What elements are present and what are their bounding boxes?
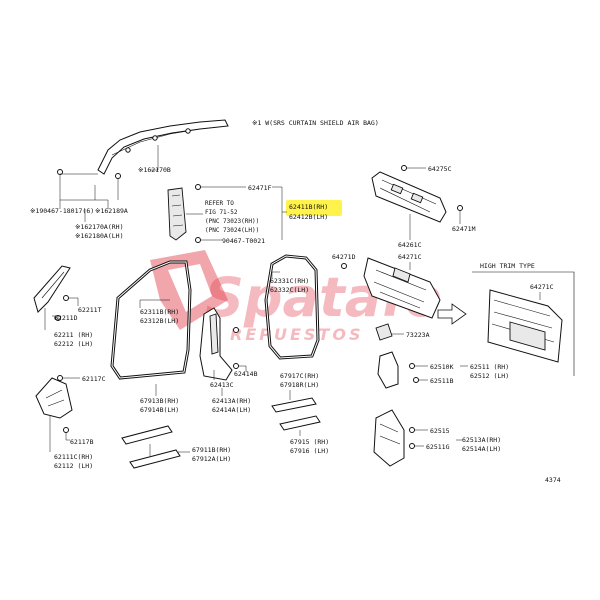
front-scuff-plate-upper-part (129, 449, 181, 469)
clip-icon (63, 295, 69, 301)
label-62471F: 62471F (248, 184, 272, 192)
upper-trim-part (371, 171, 447, 223)
label-62311B: 62311B(RH) (140, 308, 179, 316)
label-64271C-main: 64271C (398, 253, 422, 261)
clip-icon (152, 135, 158, 141)
label-62512: 62512 (LH) (470, 372, 509, 380)
label-62413C: 62413C (210, 381, 234, 389)
label-62312B: 62312B(LH) (140, 317, 179, 325)
highlight-marker (286, 200, 342, 216)
clip-icon (409, 363, 415, 369)
label-67915: 67915 (RH) (290, 438, 329, 446)
clip-icon (341, 263, 347, 269)
refer-note-1: REFER TO (205, 200, 234, 207)
clip-icon (57, 169, 63, 175)
clip-icon (413, 377, 419, 383)
pillar-garnish-part (167, 187, 187, 241)
label-162170B: ※162170B (138, 166, 171, 174)
label-62510K: 62510K (430, 363, 454, 371)
label-62513A: 62513A(RH) (462, 436, 501, 444)
label-162189A: ※162189A (95, 207, 128, 215)
clip-icon (185, 128, 191, 134)
clip-icon (195, 237, 201, 243)
label-62117B: 62117B (70, 438, 94, 446)
label-67918R: 67918R(LH) (280, 381, 319, 389)
label-62211T: 62211T (78, 306, 102, 314)
rear-scuff-plate-lower-part (279, 415, 321, 431)
clip-icon (233, 363, 239, 369)
label-62111C: 62111C(RH) (54, 453, 93, 461)
front-scuff-plate-part (121, 425, 173, 445)
label-67914B: 67914B(LH) (140, 406, 179, 414)
label-162180A: ※162180A(LH) (75, 232, 124, 240)
label-62471M: 62471M (452, 225, 476, 233)
label-67913B: 67913B(RH) (140, 397, 179, 405)
clip-icon (409, 443, 415, 449)
clip-73223A-part (375, 323, 393, 341)
label-62511G: 62511G (426, 443, 450, 451)
high-trim-note: HIGH TRIM TYPE (480, 262, 535, 270)
label-62511: 62511 (RH) (470, 363, 509, 371)
label-62212: 62212 (LH) (54, 340, 93, 348)
label-62411B: 62411B(RH) (289, 203, 328, 211)
clip-icon (195, 184, 201, 190)
label-62515: 62515 (430, 427, 450, 435)
clip-icon (63, 427, 69, 433)
clip-icon (401, 165, 407, 171)
label-62211D: 62211D (54, 314, 78, 322)
a-pillar-garnish-part (33, 265, 71, 313)
label-62331C: 62331C(RH) (270, 277, 309, 285)
label-67912A: 67912A(LH) (192, 455, 231, 463)
label-62413A: 62413A(RH) (212, 397, 251, 405)
high-trim-inset: HIGH TRIM TYPE 64271C (472, 262, 575, 376)
clip-icon (457, 205, 463, 211)
refer-note-4: (PNC 73024(LH)) (205, 227, 259, 234)
label-62514A: 62514A(LH) (462, 445, 501, 453)
figure-number: 4374 (545, 476, 561, 484)
label-62211: 62211 (RH) (54, 331, 93, 339)
srs-note: ※1 W(SRS CURTAIN SHIELD AIR BAG) (252, 119, 379, 127)
label-67911B: 67911B(RH) (192, 446, 231, 454)
clip-icon (115, 173, 121, 179)
label-67916: 67916 (LH) (290, 447, 329, 455)
rear-scuff-plate-part (271, 397, 317, 413)
label-62511B-a: 62511B (430, 377, 454, 385)
label-62117C: 62117C (82, 375, 106, 383)
curtain-airbag-part (97, 119, 229, 175)
label-62112: 62112 (LH) (54, 462, 93, 470)
label-62414B: 62414B (234, 370, 258, 378)
rear-lower-trim-part (377, 351, 399, 389)
label-62412B: 62412B(LH) (289, 213, 328, 221)
label-64271C-inset: 64271C (530, 283, 554, 291)
label-64271D: 64271D (332, 253, 356, 261)
label-90467-18017: ※190467-18017(6) (30, 207, 94, 215)
label-90467-T0021: 90467-T0021 (222, 237, 265, 245)
clip-icon (233, 327, 239, 333)
label-73223A: 73223A (406, 331, 430, 339)
rear-quarter-lower-part (373, 409, 405, 467)
label-64275C: 64275C (428, 165, 452, 173)
label-67917C: 67917C(RH) (280, 372, 319, 380)
clip-icon (125, 147, 131, 153)
label-62414A: 62414A(LH) (212, 406, 251, 414)
label-162170A: ※162170A(RH) (75, 223, 124, 231)
front-kick-panel-part (35, 377, 73, 419)
arrow-icon (437, 303, 467, 325)
label-62332C: 62332C(LH) (270, 286, 309, 294)
label-64261C: 64261C (398, 241, 422, 249)
refer-note-2: FIG 71-52 (205, 209, 238, 216)
clip-icon (57, 375, 63, 381)
watermark-sub: REPUESTOS (230, 325, 363, 344)
refer-note-3: (PNC 73023(RH)) (205, 218, 259, 225)
clip-icon (409, 427, 415, 433)
